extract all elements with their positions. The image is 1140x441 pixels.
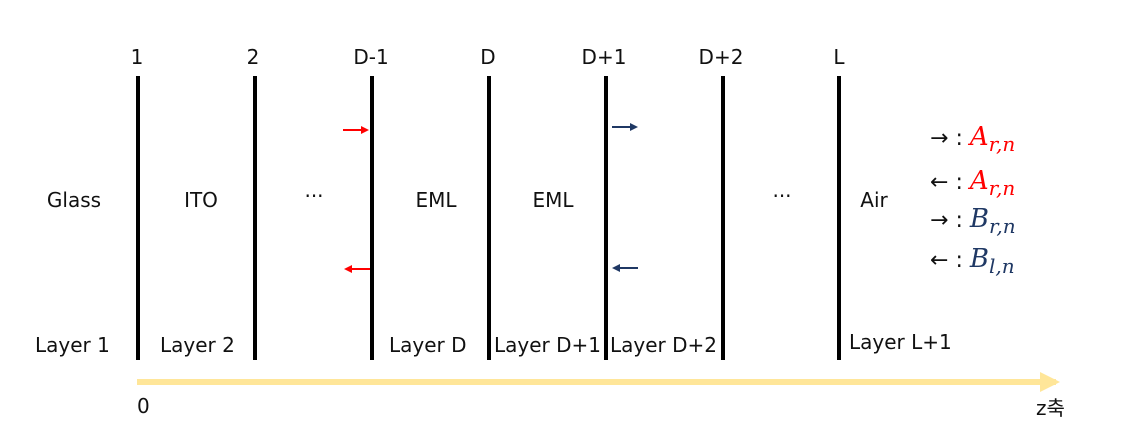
interface-label-d: D <box>480 45 496 69</box>
material-air: Air <box>860 188 888 212</box>
layer-label-2: Layer 2 <box>160 333 235 357</box>
layer-label-d: Layer D <box>389 333 467 357</box>
interface-label-2: 2 <box>246 45 260 69</box>
interface-label-l: L <box>833 45 845 69</box>
interface-label-1: 1 <box>130 45 144 69</box>
interface-line-1 <box>136 76 140 360</box>
legend-separator: : <box>955 170 963 195</box>
material-glass: Glass <box>46 188 102 212</box>
legend-row-3: → : Br,n <box>930 204 1016 238</box>
interface-line-d-minus-1 <box>370 76 374 360</box>
material-eml-1: EML <box>415 188 457 212</box>
interface-line-d <box>487 76 491 360</box>
legend-separator: : <box>955 208 963 233</box>
legend-separator: : <box>955 248 963 273</box>
legend-symbol: B <box>969 204 989 234</box>
legend-subscript: l,n <box>988 254 1015 278</box>
layer-label-d-plus-1: Layer D+1 <box>494 333 602 357</box>
legend-separator: : <box>955 126 963 151</box>
legend-subscript: r,n <box>988 176 1016 200</box>
legend-row-1: → : Ar,n <box>930 122 1015 156</box>
interface-label-d-minus-1: D-1 <box>353 45 389 69</box>
interface-line-d-plus-1 <box>604 76 608 360</box>
legend-symbol: A <box>969 122 989 152</box>
interface-label-d-plus-1: D+1 <box>581 45 627 69</box>
material-ellipsis-1: ··· <box>304 184 324 208</box>
legend-row-4: ← : Bl,n <box>930 244 1015 278</box>
legend-subscript: r,n <box>988 132 1016 156</box>
interface-label-d-plus-2: D+2 <box>698 45 744 69</box>
legend-row-2: ← : Ar,n <box>930 166 1015 200</box>
legend-subscript: r,n <box>988 214 1016 238</box>
layer-label-1: Layer 1 <box>35 333 110 357</box>
layer-label-l-plus-1: Layer L+1 <box>849 330 952 354</box>
material-ito: ITO <box>184 188 218 212</box>
layer-label-d-plus-2: Layer D+2 <box>610 333 718 357</box>
right-arrow-icon: → <box>930 208 949 233</box>
interface-line-2 <box>253 76 257 360</box>
axis-label: z축 <box>1036 396 1065 420</box>
interface-line-l <box>837 76 841 360</box>
axis-origin: 0 <box>137 394 150 418</box>
legend-symbol: B <box>969 244 989 274</box>
legend-symbol: A <box>969 166 989 196</box>
left-arrow-icon: ← <box>930 248 949 273</box>
left-arrow-icon: ← <box>930 170 949 195</box>
material-eml-2: EML <box>532 188 574 212</box>
material-ellipsis-2: ··· <box>772 184 792 208</box>
interface-line-d-plus-2 <box>721 76 725 360</box>
right-arrow-icon: → <box>930 126 949 151</box>
